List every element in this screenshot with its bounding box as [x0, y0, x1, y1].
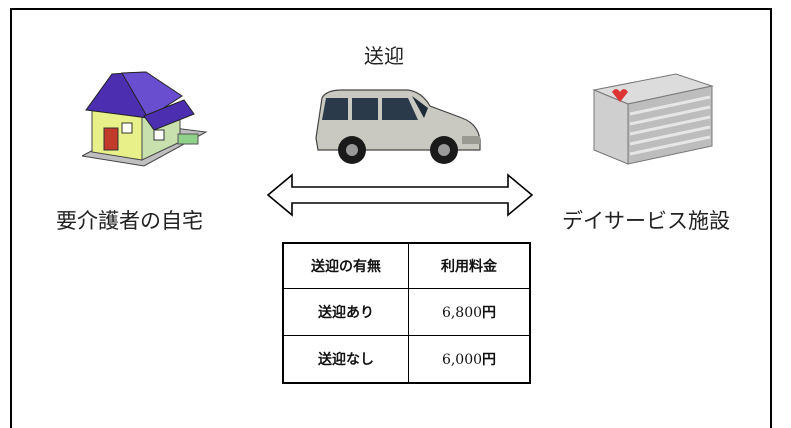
fee-amount: 6,800 [441, 305, 483, 321]
fee-amount: 6,000 [441, 352, 483, 368]
row-fee: 6,000円 [408, 335, 531, 384]
row-option: 送迎なし [282, 335, 409, 384]
header-fee: 利用料金 [408, 242, 531, 289]
building-icon [592, 73, 714, 165]
double-arrow-icon [266, 173, 534, 217]
table-row: 送迎なし 6,000円 [282, 335, 531, 384]
home-label: 要介護者の自宅 [56, 209, 203, 233]
table-row: 送迎あり 6,800円 [282, 288, 531, 336]
transport-label: 送迎 [364, 44, 404, 68]
fee-table: 送迎の有無 利用料金 送迎あり 6,800円 送迎なし 6,000円 [282, 242, 531, 384]
van-icon [315, 89, 481, 164]
row-fee: 6,800円 [408, 288, 531, 336]
row-option: 送迎あり [282, 288, 409, 336]
fee-unit: 円 [482, 352, 497, 368]
table-header-row: 送迎の有無 利用料金 [282, 242, 531, 289]
facility-label: デイサービス施設 [562, 209, 730, 233]
fee-unit: 円 [482, 305, 497, 321]
diagram-frame [10, 8, 772, 428]
header-transport-option: 送迎の有無 [282, 242, 409, 289]
house-icon [82, 71, 208, 167]
